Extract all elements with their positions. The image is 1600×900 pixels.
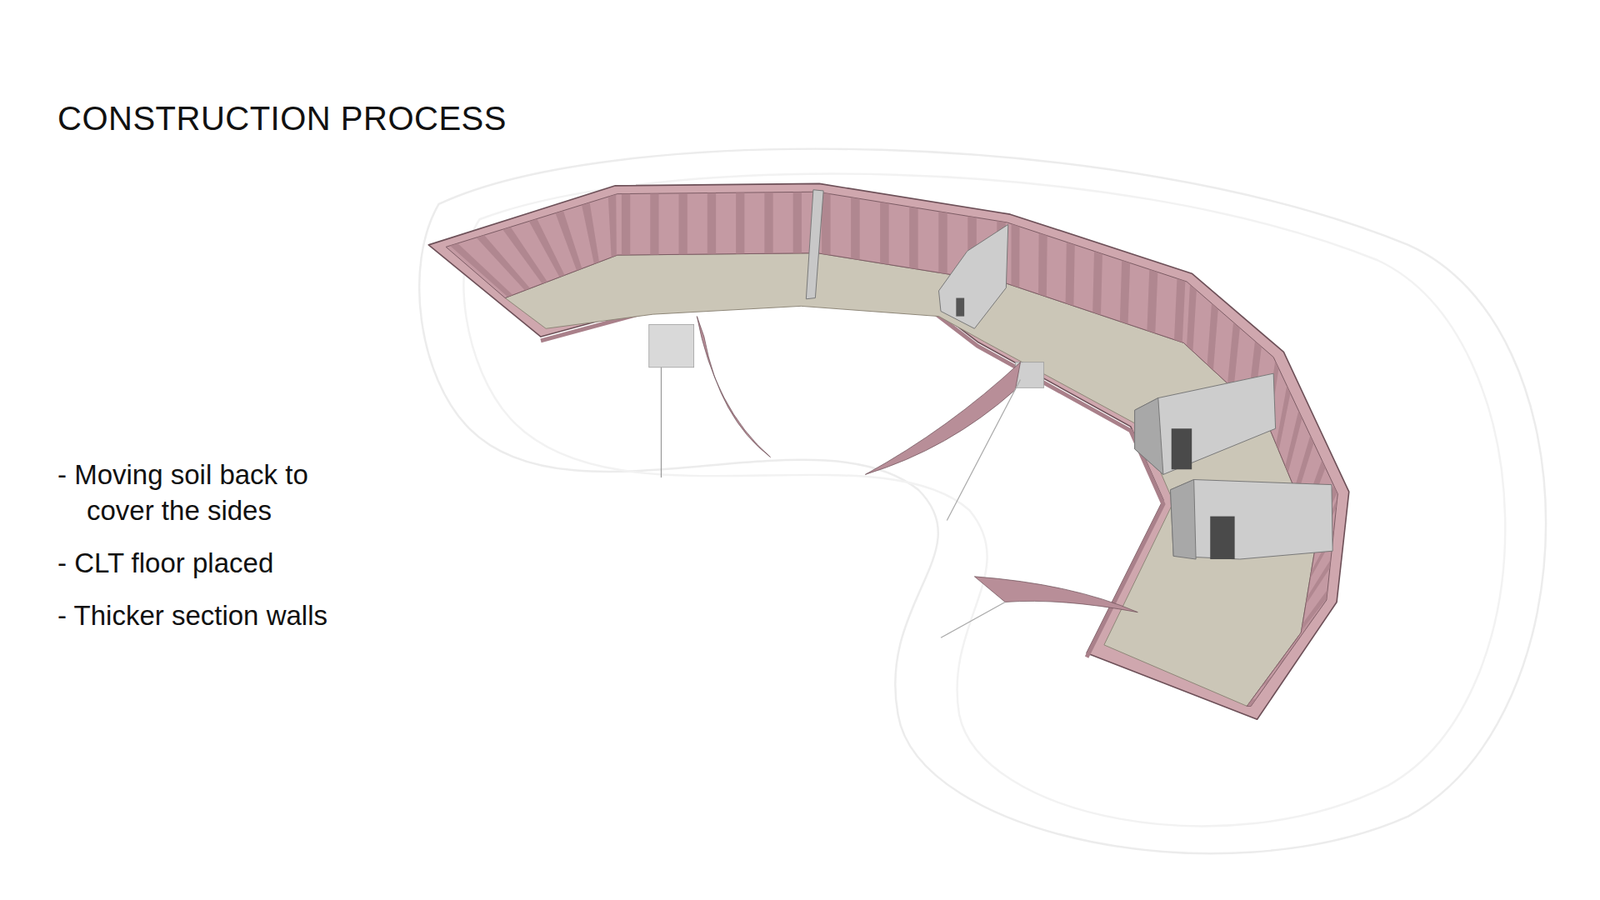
wall-stripe [679, 193, 688, 255]
soil-cut [649, 324, 695, 367]
wall-stripe [1207, 303, 1219, 370]
wall-stripe [621, 194, 630, 256]
section-wall [939, 224, 1009, 329]
soil-cuts [649, 316, 1139, 639]
title: CONSTRUCTION PROCESS [57, 98, 507, 139]
wall-stripe [764, 192, 773, 255]
section-walls [805, 190, 1333, 560]
door-opening [1171, 428, 1192, 470]
wall-stripe [1120, 260, 1130, 325]
wall-stripe [850, 197, 860, 260]
wall-stripe [1271, 650, 1291, 673]
wall-stripe [1227, 322, 1240, 390]
wall-stripes [450, 191, 1338, 705]
wall-stripe [1260, 674, 1275, 690]
section-wall [1135, 373, 1276, 475]
wall-rim [428, 183, 1349, 720]
soil-edge [660, 367, 662, 478]
wall-stripe [1146, 269, 1158, 334]
bullet-note: - Moving soil back to cover the sides [57, 456, 358, 529]
terrain-contour [463, 174, 1505, 827]
wall-stripe [1295, 603, 1325, 640]
terrain-contours [419, 149, 1546, 855]
back-wall-face [445, 191, 1338, 706]
wall-stripe [581, 202, 600, 265]
wall-stripe [1300, 589, 1328, 631]
terrain-contour [419, 149, 1546, 855]
wall-stripe [880, 201, 890, 265]
wall-stripe [938, 211, 947, 275]
section-wall-side [1135, 398, 1164, 475]
wall-stripe [475, 235, 530, 290]
wall-stripe [450, 243, 514, 297]
bullet-note: - Thicker section walls [57, 597, 358, 634]
soil-cut [696, 316, 770, 458]
wall-stripe [529, 219, 565, 278]
soil-edge [946, 380, 1020, 521]
soil-edge [940, 601, 1005, 638]
wall-stripe [1174, 278, 1185, 343]
wall-stripe [1275, 385, 1290, 451]
wall-stripe [1305, 559, 1331, 605]
wall-stripe [1092, 250, 1103, 315]
wall-stripe [555, 210, 582, 271]
bullet-list: - Moving soil back to cover the sides - C… [57, 456, 358, 650]
wall-stripe [821, 192, 831, 255]
wall-stripe [1285, 410, 1302, 474]
bullet-note: - CLT floor placed [57, 545, 358, 581]
section-wall [805, 190, 824, 300]
wall-stripe [1065, 241, 1075, 306]
section-wall [1170, 480, 1333, 560]
section-wall-side [1170, 480, 1196, 560]
wall-stripe [1038, 233, 1048, 298]
wall-stripe [608, 194, 617, 258]
wall-stripe [909, 206, 919, 270]
wall-stripe [735, 192, 745, 255]
wall-stripe [707, 192, 716, 255]
wall-stripe [650, 193, 659, 255]
wall-stripe [1283, 627, 1307, 657]
soil-cut [974, 576, 1138, 613]
door-opening [955, 298, 965, 317]
wall-stripe [1186, 284, 1197, 351]
wall-stripe [1247, 697, 1257, 705]
wall-stripe [1010, 224, 1020, 289]
soil-cut [865, 362, 1020, 475]
title-area: CONSTRUCTION PROCESS [57, 98, 507, 139]
wall-stripe [793, 191, 802, 253]
door-opening [1210, 516, 1235, 560]
